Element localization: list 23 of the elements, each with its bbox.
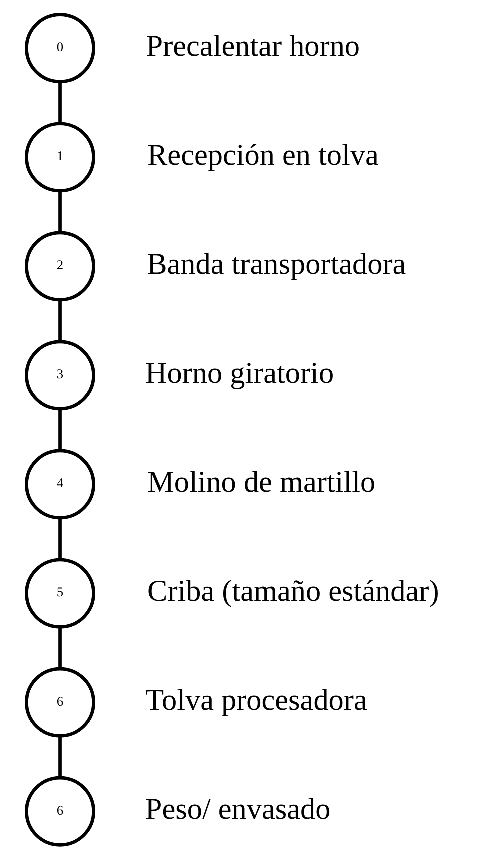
node-label: Tolva procesadora	[145, 682, 367, 717]
node-circle: 3	[24, 340, 95, 411]
node-label: Criba (tamaño estándar)	[147, 574, 439, 608]
node-circle: 0	[24, 13, 95, 84]
connector	[58, 518, 62, 560]
connector	[58, 191, 62, 233]
node-circle: 4	[24, 449, 95, 520]
node-label: Molino de martillo	[147, 464, 376, 499]
connector	[58, 736, 62, 778]
node-label: Recepción en tolva	[147, 138, 378, 172]
node-circle: 2	[24, 231, 95, 302]
connector	[58, 628, 62, 669]
node-label: Banda transportadora	[146, 246, 406, 281]
node-label: Peso/ envasado	[144, 792, 330, 826]
connector	[58, 82, 62, 124]
connector	[58, 300, 62, 342]
node-circle: 6	[24, 667, 95, 738]
node-circle: 1	[24, 122, 95, 193]
connector	[58, 409, 62, 451]
node-label: Horno giratorio	[144, 356, 334, 390]
node-circle: 6	[24, 776, 95, 847]
node-label: Precalentar horno	[146, 28, 360, 63]
node-circle: 5	[24, 558, 95, 629]
